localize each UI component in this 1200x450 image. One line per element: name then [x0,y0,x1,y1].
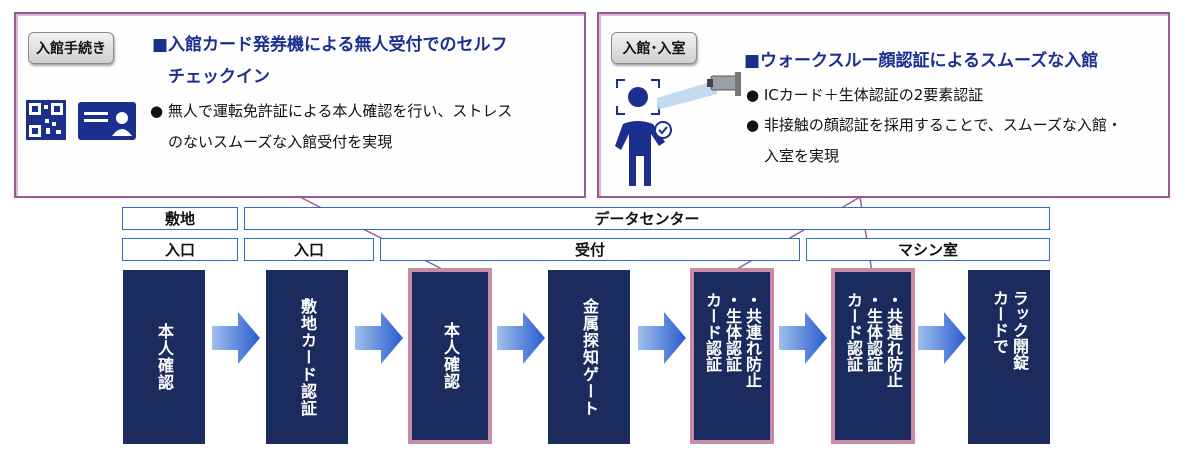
walkthrough-face-auth-panel: 入館･入室 ■ウォークスルー顔認証によるスムーズな入館 ● ICカード＋生体認証… [597,12,1170,198]
right-arrow-icon [497,312,545,364]
header-machine-room: マシン室 [806,238,1050,261]
camera-beam [657,80,717,110]
step-label-line: ラック開錠 [1010,290,1029,370]
step-rack-unlock: カードで ラック開錠 [968,270,1050,444]
face-auth-bullet-1: ● ICカード＋生体認証の2要素認証 [746,86,984,104]
step-label-line: ・共連れ防止 [884,292,903,388]
entry-procedure-badge: 入館手続き [28,32,114,64]
security-camera-icon [707,72,741,96]
step-label: 金属探知ゲート [580,297,599,417]
right-arrow-icon [355,312,403,364]
step-metal-detector-gate: 金属探知ゲート [548,270,630,444]
step-card-biometric-antitailgate-machine-room: カード認証 ・生体認証 ・共連れ防止 [831,268,915,444]
header-reception: 受付 [380,238,800,261]
person-face-scan-icon [615,79,672,186]
right-arrow-icon [918,312,966,364]
step-label-line: ・生体認証 [864,292,883,372]
id-card-icon [78,102,136,140]
step-card-biometric-antitailgate: カード認証 ・生体認証 ・共連れ防止 [690,268,774,444]
right-arrow-icon [779,312,827,364]
step-label-line: ・共連れ防止 [743,292,762,388]
self-checkin-heading-cont: チェックイン [168,67,270,87]
header-dc-entrance: 入口 [244,238,374,261]
face-auth-bullet-2-cont: 入室を実現 [764,147,840,165]
entry-room-badge: 入館･入室 [611,32,697,64]
step-site-card-auth: 敷地カード認証 [266,270,348,444]
self-checkin-bullet: ● 無人で運転免許証による本人確認を行い、ストレス [150,102,513,120]
face-auth-heading: ■ウォークスルー顔認証によるスムーズな入館 [744,51,1099,71]
step-label: 本人確認 [155,323,174,391]
step-label-line: カード認証 [844,292,863,372]
step-label: 本人確認 [441,322,460,390]
right-arrow-icon [638,312,686,364]
header-site-entrance: 入口 [122,238,238,261]
step-label-line: カード認証 [703,292,722,372]
face-auth-bullet-2: ● 非接触の顔認証を採用することで、スムーズな入館・ [746,116,1123,134]
step-identity-check-highlighted: 本人確認 [408,268,492,444]
step-label-line: カードで [990,290,1009,354]
self-checkin-heading: ■入館カード発券機による無人受付でのセルフ [152,35,508,55]
header-datacenter: データセンター [244,207,1050,230]
right-arrow-icon [212,312,260,364]
header-site: 敷地 [122,207,238,230]
self-checkin-panel: 入館手続き ■入館カード発券機による無人受付でのセルフ チェックイン ● 無人で… [14,12,586,198]
step-identity-check: 本人確認 [123,270,205,444]
step-label-line: ・生体認証 [723,292,742,372]
step-label: 敷地カード認証 [298,297,317,417]
self-checkin-bullet-cont: のないスムーズな入館受付を実現 [168,133,393,151]
qr-code-icon [26,100,66,140]
